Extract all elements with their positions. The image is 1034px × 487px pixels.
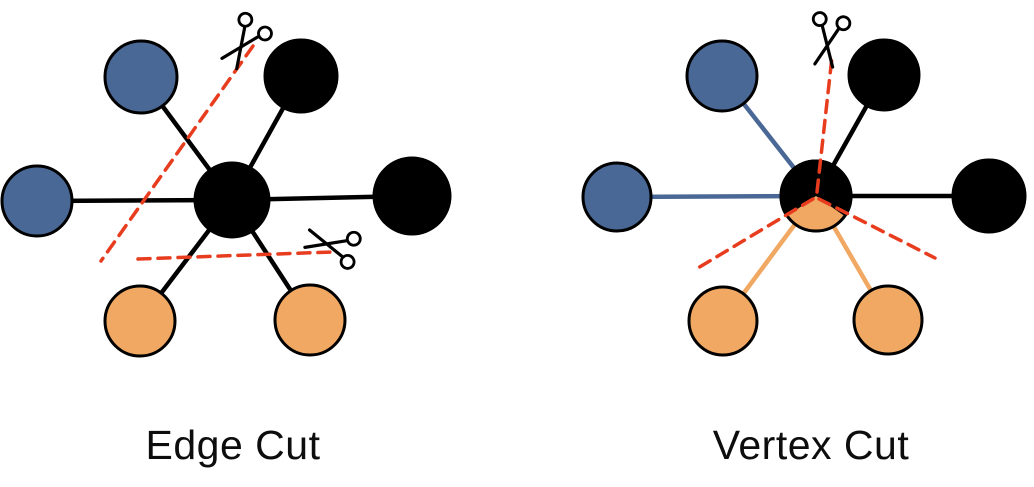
vertex-cut-diagram (581, 11, 1027, 357)
graph-vertex-orange (852, 284, 924, 356)
cut-line (817, 197, 937, 260)
cut-line (136, 250, 334, 261)
graph-vertex-blue (581, 161, 653, 233)
graph-vertex-blue (103, 39, 179, 115)
scissors-icon (303, 228, 362, 270)
graph-vertex-black (951, 158, 1027, 234)
cut-line (815, 55, 834, 194)
graph-vertex-orange (687, 285, 759, 357)
graph-vertex-black (372, 156, 452, 236)
center-vertex (193, 161, 271, 239)
cut-line (696, 197, 815, 270)
graph-vertex-orange (273, 283, 347, 357)
edge-cut-diagram (0, 11, 452, 358)
cut-line (99, 44, 255, 263)
edge-cut-label: Edge Cut (145, 422, 321, 468)
graph-vertex-black (263, 38, 339, 114)
scissors-icon (811, 11, 852, 69)
center-vertex-split-wedge (787, 196, 845, 232)
graph-vertex-blue (685, 39, 759, 113)
graph-vertex-black (847, 38, 921, 112)
graph-vertex-orange (103, 284, 177, 358)
center-vertex-outline (779, 159, 853, 233)
vertex-cut-label: Vertex Cut (712, 422, 910, 468)
graph-vertex-blue (0, 164, 74, 238)
scissors-icon (220, 11, 273, 71)
